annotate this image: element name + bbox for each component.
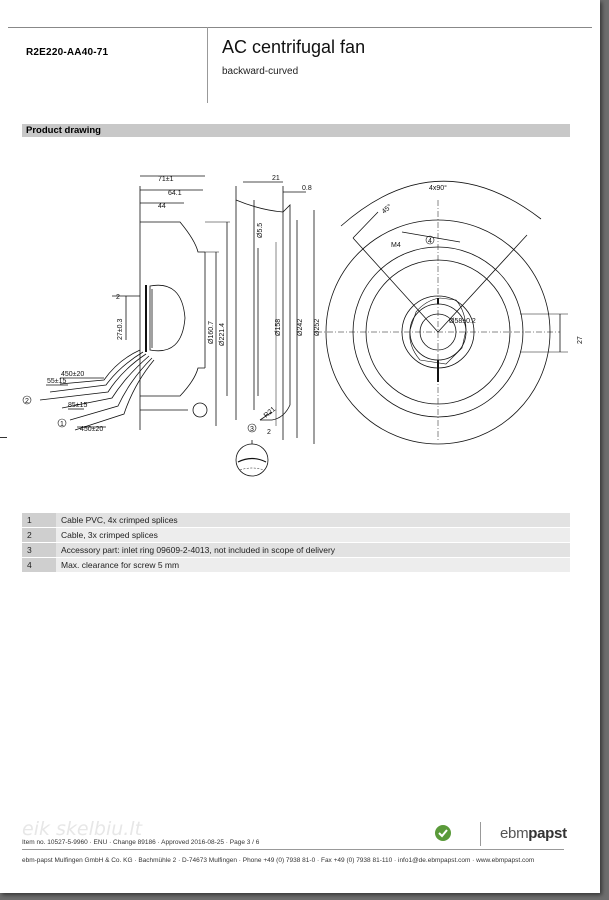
profile-view xyxy=(235,181,315,477)
dim-4x90: 4x90° xyxy=(429,184,447,192)
section-header: Product drawing xyxy=(22,124,570,137)
legend-text: Cable PVC, 4x crimped splices xyxy=(56,513,570,527)
model-number: R2E220-AA40-71 xyxy=(26,47,109,58)
product-title: AC centrifugal fan xyxy=(222,37,366,57)
document-info: Item no. 10527-5-9960 · ENU · Change 891… xyxy=(22,839,260,846)
dim-158: Ø158 xyxy=(275,319,282,336)
callout-1: 1 xyxy=(60,421,64,428)
callout-2: 2 xyxy=(25,398,29,405)
dim-21: 21 xyxy=(272,175,280,182)
legend-num: 2 xyxy=(22,528,56,542)
callout-4: 4 xyxy=(428,238,432,245)
legend-text: Cable, 3x crimped splices xyxy=(56,528,570,542)
company-address: ebm-papst Mulfingen GmbH & Co. KG · Bach… xyxy=(22,857,535,864)
side-view xyxy=(39,175,230,431)
product-subtitle: backward-curved xyxy=(222,66,299,77)
front-view xyxy=(316,180,568,445)
dim-45: 45° xyxy=(380,202,393,215)
certification-icon xyxy=(434,824,452,842)
product-drawing: 71±1 64.1 44 2 27±0.3 450±20 55±15 85±15… xyxy=(22,175,584,477)
legend-num: 4 xyxy=(22,558,56,572)
watermark: eik skelbiu.lt xyxy=(22,818,143,840)
dim-55: 55±15 xyxy=(47,378,67,385)
dim-64: 64.1 xyxy=(168,190,182,197)
callout-3: 3 xyxy=(250,426,254,433)
dim-08: 0.8 xyxy=(302,185,312,192)
dim-71: 71±1 xyxy=(158,176,174,183)
legend-text: Max. clearance for screw 5 mm xyxy=(56,558,570,572)
dim-58: Ø58±0.2 xyxy=(449,318,476,325)
dim-450b: 450±20 xyxy=(80,426,103,433)
dim-242: Ø242 xyxy=(297,319,304,336)
legend-num: 1 xyxy=(22,513,56,527)
dim-221: Ø221.4 xyxy=(219,323,226,346)
section-title: Product drawing xyxy=(26,125,101,136)
dim-27-front: 27 xyxy=(577,336,584,344)
legend-num: 3 xyxy=(22,543,56,557)
dim-44: 44 xyxy=(158,203,166,210)
header-top-rule xyxy=(8,27,592,28)
dim-5-5: Ø5.5 xyxy=(257,223,264,238)
dim-m4: M4 xyxy=(391,242,401,249)
dim-450a: 450±20 xyxy=(61,371,84,378)
legend-text: Accessory part: inlet ring 09609-2-4013,… xyxy=(56,543,570,557)
dim-2-profile: 2 xyxy=(267,429,271,436)
footer-divider xyxy=(480,822,481,846)
document-page: R2E220-AA40-71 AC centrifugal fan backwa… xyxy=(0,0,600,893)
brand-logo: ebmpapst xyxy=(500,825,567,842)
dim-160: Ø160.7 xyxy=(208,321,215,344)
header-divider xyxy=(207,27,208,103)
dim-252: Ø252 xyxy=(314,319,321,336)
edge-mark xyxy=(0,437,7,438)
dim-27-side: 27±0.3 xyxy=(117,319,124,340)
dim-2-side: 2 xyxy=(116,294,120,301)
dim-r21: R21 xyxy=(263,406,277,420)
footer-rule xyxy=(22,849,564,850)
dim-85: 85±15 xyxy=(68,402,88,409)
